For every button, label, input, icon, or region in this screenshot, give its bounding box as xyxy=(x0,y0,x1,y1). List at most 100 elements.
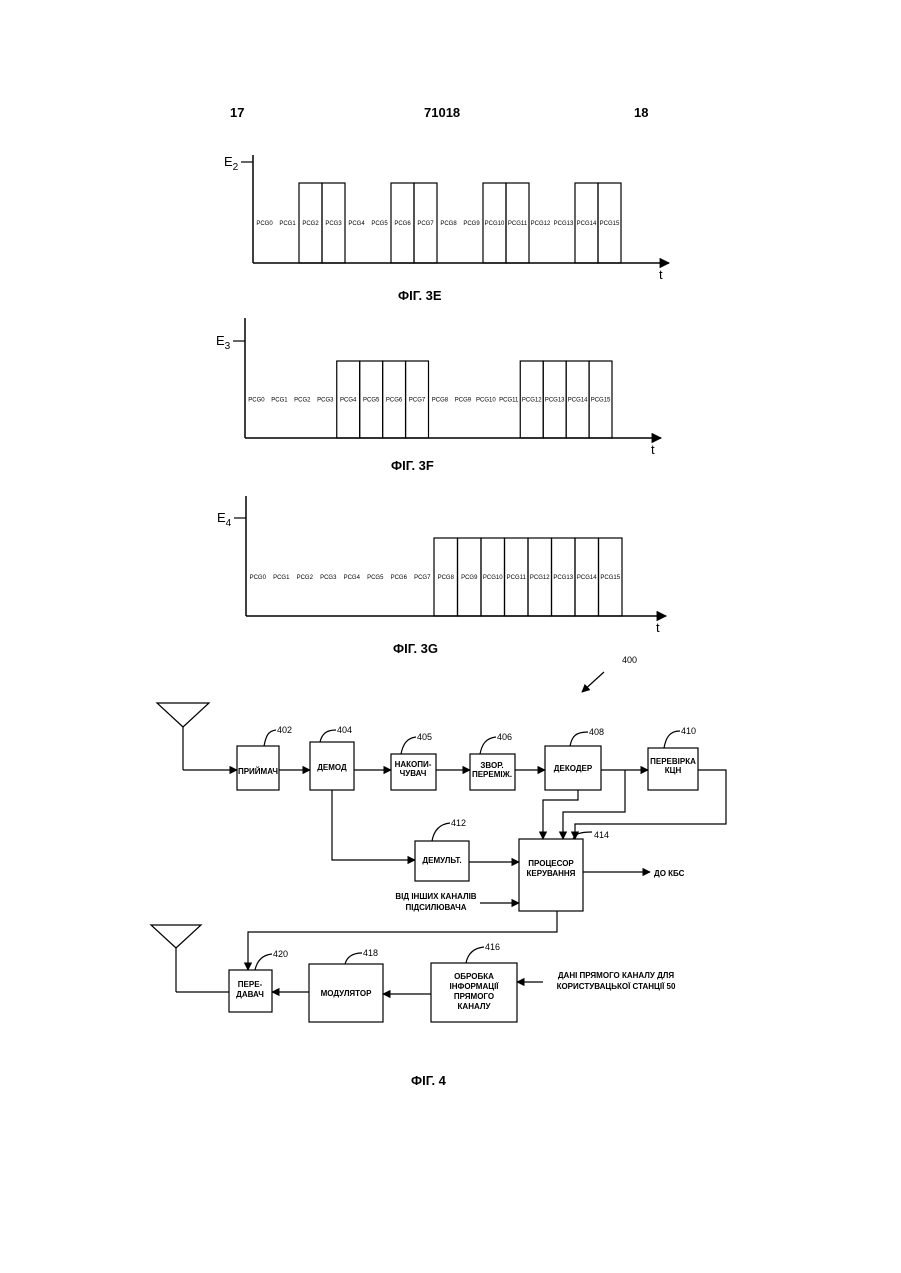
slot-label: PCG7 xyxy=(409,398,426,404)
slot-label: PCG1 xyxy=(271,398,288,404)
link-decoder-processor-1 xyxy=(543,790,578,839)
ref-420: 420 xyxy=(273,949,288,959)
deinterleaver-label: ЗВОР.ПЕРЕМІЖ. xyxy=(472,761,512,779)
leader-404 xyxy=(320,730,336,742)
slot-label: PCG1 xyxy=(273,575,290,581)
slot-label: PCG14 xyxy=(568,398,588,404)
leader-416 xyxy=(466,947,484,963)
timing-charts: E2tPCG0PCG1PCG2PCG3PCG4PCG5PCG6PCG7PCG8P… xyxy=(216,154,669,656)
energy-axis-label: E2 xyxy=(224,154,239,173)
chart-caption: ФІГ. 3F xyxy=(391,458,434,473)
slot-label: PCG13 xyxy=(554,221,574,227)
link-processor-transmitter xyxy=(248,911,557,970)
link-decoder-processor-2 xyxy=(563,770,625,839)
slot-label: PCG8 xyxy=(432,398,449,404)
slot-label: PCG4 xyxy=(348,221,365,227)
demod-label: ДЕМОД xyxy=(317,763,347,772)
leader-412 xyxy=(432,823,450,841)
control-processor-label: ПРОЦЕСОРКЕРУВАННЯ xyxy=(527,859,576,878)
timing-chart-2: E3tPCG0PCG1PCG2PCG3PCG4PCG5PCG6PCG7PCG8P… xyxy=(216,318,661,473)
decoder-label: ДЕКОДЕР xyxy=(554,764,593,773)
leader-408 xyxy=(570,732,588,746)
energy-axis-label: E4 xyxy=(217,510,232,529)
ref-400: 400 xyxy=(622,655,637,665)
slot-label: PCG3 xyxy=(317,398,334,404)
timing-chart-3: E4 t PCG0 PCG1 PCG2 PCG3 PCG4 PCG5 PCG6 PCG7 PCG8 P… xyxy=(217,496,666,656)
time-axis-label: t xyxy=(656,620,660,635)
page-number-left: 17 xyxy=(230,105,244,120)
slot-label: PCG11 xyxy=(499,398,519,404)
ref-404: 404 xyxy=(337,725,352,735)
slot-label: PCG3 xyxy=(325,221,342,227)
slot-label: PCG10 xyxy=(483,575,503,581)
slot-label: PCG11 xyxy=(507,575,527,581)
ref-414: 414 xyxy=(594,830,609,840)
slot-label: PCG2 xyxy=(294,398,311,404)
ref-406: 406 xyxy=(497,732,512,742)
slot-label: PCG9 xyxy=(463,221,480,227)
slot-label: PCG12 xyxy=(522,398,542,404)
slot-label: PCG13 xyxy=(545,398,565,404)
ref-416: 416 xyxy=(485,942,500,952)
timing-chart-1: E2tPCG0PCG1PCG2PCG3PCG4PCG5PCG6PCG7PCG8P… xyxy=(224,154,669,303)
to-bsc-label: ДО КБС xyxy=(654,869,685,878)
other-channels-1-label: ВІД ІНШИХ КАНАЛІВ xyxy=(395,892,476,901)
block-diagram: 400 xyxy=(151,655,726,1022)
fwd-data-2-label: КОРИСТУВАЦЬКОЇ СТАНЦІЇ 50 xyxy=(557,982,676,991)
slot-label: PCG6 xyxy=(394,221,411,227)
fwd-data-1-label: ДАНІ ПРЯМОГО КАНАЛУ ДЛЯ xyxy=(558,971,675,980)
ref-410: 410 xyxy=(681,726,696,736)
slot-label: PCG9 xyxy=(455,398,472,404)
demux-label: ДЕМУЛЬТ. xyxy=(422,856,461,865)
leader-405 xyxy=(401,737,416,754)
slot-label: PCG12 xyxy=(530,575,550,581)
ref-418: 418 xyxy=(363,948,378,958)
slot-label: PCG0 xyxy=(248,398,265,404)
slot-label: PCG14 xyxy=(577,575,597,581)
transmit-antenna-icon xyxy=(151,925,229,992)
modulator-label: МОДУЛЯТОР xyxy=(321,989,373,998)
slot-label: PCG8 xyxy=(438,575,455,581)
slot-label: PCG14 xyxy=(577,221,597,227)
leader-410 xyxy=(664,731,680,748)
slot-label: PCG5 xyxy=(371,221,388,227)
slot-label: PCG3 xyxy=(320,575,337,581)
leader-402 xyxy=(264,730,276,746)
slot-label: PCG5 xyxy=(363,398,380,404)
link-crc-processor xyxy=(575,770,726,839)
slot-label: PCG9 xyxy=(461,575,478,581)
receiver-label: ПРИЙМАЧ xyxy=(238,767,278,776)
slot-label: PCG12 xyxy=(531,221,551,227)
slot-label: PCG6 xyxy=(386,398,403,404)
transmitter-label: ПЕРЕ-ДАВАЧ xyxy=(236,980,264,999)
crc-check-label: ПЕРЕВІРКАКЦН xyxy=(650,757,696,775)
slot-label: PCG4 xyxy=(344,575,361,581)
slot-label: PCG1 xyxy=(279,221,296,227)
ref-405: 405 xyxy=(417,732,432,742)
receive-antenna-icon xyxy=(157,703,237,770)
slot-label: PCG7 xyxy=(414,575,431,581)
slot-label: PCG11 xyxy=(508,221,528,227)
leader-414 xyxy=(573,832,592,839)
page-number-right: 18 xyxy=(634,105,648,120)
leader-406 xyxy=(480,737,496,754)
energy-axis-label: E3 xyxy=(216,333,231,352)
slot-label: PCG6 xyxy=(391,575,408,581)
fwd-info-processing-label: ОБРОБКАІНФОРМАЦІЇПРЯМОГОКАНАЛУ xyxy=(450,972,500,1011)
slot-label: PCG4 xyxy=(340,398,357,404)
slot-label: PCG15 xyxy=(591,398,611,404)
slot-label: PCG2 xyxy=(297,575,314,581)
slot-label: PCG2 xyxy=(302,221,319,227)
time-axis-label: t xyxy=(659,267,663,282)
slot-label: PCG10 xyxy=(476,398,496,404)
block-diagram-text: ПРИЙМАЧ ДЕМОД НАКОПИ-ЧУВАЧ ЗВОР.ПЕРЕМІЖ. ДЕК… xyxy=(236,725,696,1011)
accumulator-label: НАКОПИ-ЧУВАЧ xyxy=(395,760,432,778)
chart-caption: ФІГ. 3G xyxy=(393,641,438,656)
slot-label: PCG13 xyxy=(553,575,573,581)
ref-412: 412 xyxy=(451,818,466,828)
slot-label: PCG5 xyxy=(367,575,384,581)
slot-label: PCG0 xyxy=(250,575,267,581)
leader-418 xyxy=(345,953,362,964)
slot-label: PCG0 xyxy=(256,221,273,227)
